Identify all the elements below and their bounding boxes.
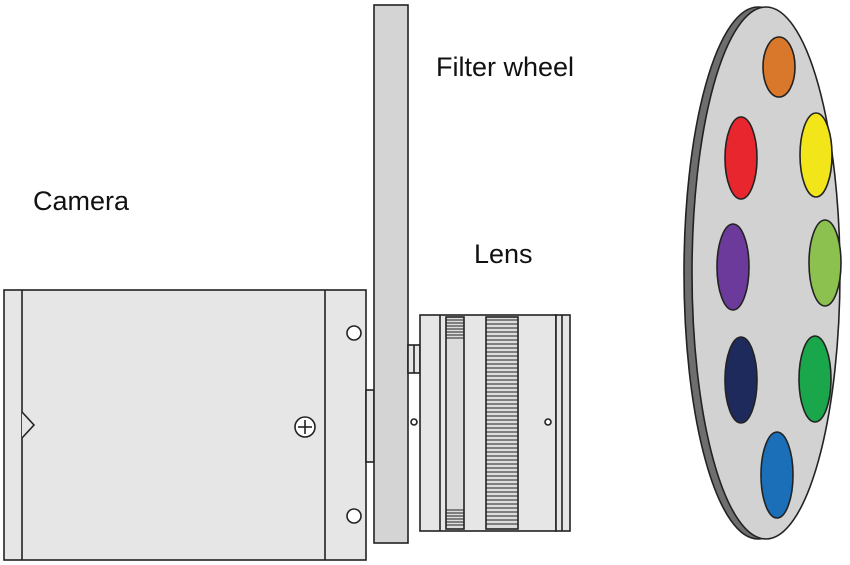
lens-focus-ring xyxy=(485,316,519,530)
filter-light-green xyxy=(808,219,842,307)
filter-wheel xyxy=(683,6,842,540)
filter-navy xyxy=(724,336,758,424)
filter-yellow xyxy=(799,112,833,198)
camera-screw-top xyxy=(346,325,362,341)
lens xyxy=(407,314,571,532)
camera-label: Camera xyxy=(33,186,130,216)
lens-label: Lens xyxy=(474,239,533,269)
camera-adapter xyxy=(365,389,375,463)
camera-body xyxy=(3,289,367,561)
lens-knurl-small xyxy=(446,319,464,526)
filter-blue xyxy=(760,431,794,519)
filter-orange xyxy=(762,36,796,98)
filter-wheel-plate xyxy=(373,4,409,544)
filter-wheel-label: Filter wheel xyxy=(436,52,575,82)
filter-red xyxy=(724,116,758,200)
filter-purple xyxy=(716,223,750,311)
filter-green xyxy=(798,335,832,423)
lens-knurl-focus xyxy=(486,319,518,525)
lens-grip-small xyxy=(445,316,465,530)
camera-screw-bottom xyxy=(346,508,362,524)
camera-mount-screw xyxy=(294,416,316,438)
